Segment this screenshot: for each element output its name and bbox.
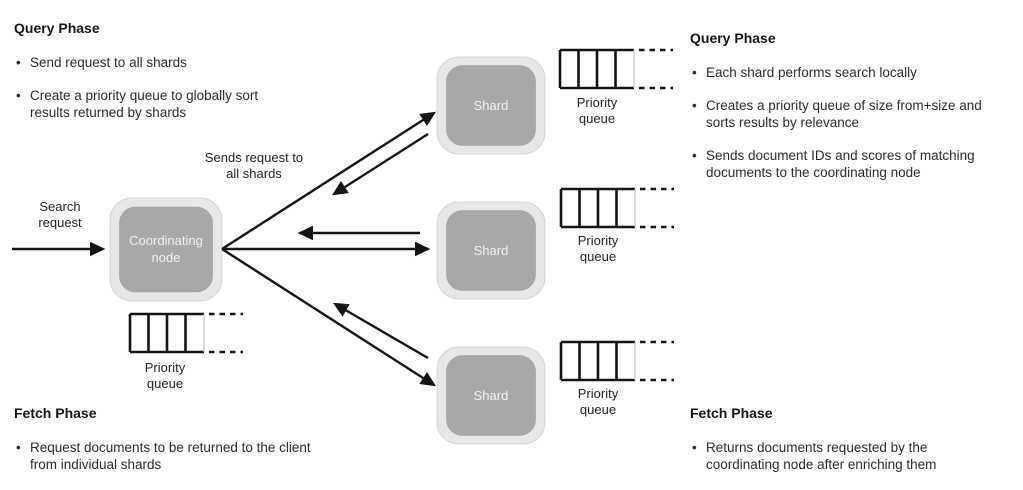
bullet-item: Each shard performs search locally xyxy=(692,64,995,81)
fetch-phase-right-panel: Fetch Phase Returns documents requested … xyxy=(690,404,975,489)
shard-middle-label: Shard xyxy=(473,243,509,258)
priority-queue-top-label: Priority queue xyxy=(576,95,618,126)
coordinating-node-label: Coordinating node xyxy=(129,233,203,265)
query-phase-right-list: Each shard performs search locally Creat… xyxy=(690,64,995,181)
coord-to-bottom-shard-arrow xyxy=(221,247,437,387)
shard-top-body xyxy=(446,65,536,146)
coordinating-node-box xyxy=(109,197,223,302)
priority-queue-left-label: Priority queue xyxy=(144,360,186,391)
coord-to-top-shard-arrow xyxy=(221,111,437,251)
bullet-item: Send request to all shards xyxy=(16,54,284,71)
shard-bottom-body xyxy=(446,355,536,436)
top-shard-return-arrow xyxy=(331,132,429,196)
query-phase-right-panel: Query Phase Each shard performs search l… xyxy=(690,29,995,197)
fetch-phase-right-heading: Fetch Phase xyxy=(690,405,773,421)
priority-queue-bottom-label: Priority queue xyxy=(577,386,619,417)
bullet-item: Request documents to be returned to the … xyxy=(16,439,324,473)
bullet-item: Sends document IDs and scores of matchin… xyxy=(692,147,995,181)
query-phase-left-heading: Query Phase xyxy=(14,20,100,36)
priority-queue-middle-label: Priority queue xyxy=(577,233,619,264)
bullet-item: Create a priority queue to globally sort… xyxy=(16,87,284,121)
sends-request-label: Sends request to all shards xyxy=(204,150,304,181)
shard-bottom-label: Shard xyxy=(473,388,509,403)
priority-queue-middle-glyph xyxy=(559,187,676,229)
bullet-item: Returns documents requested by the coord… xyxy=(692,439,975,473)
shard-top-label: Shard xyxy=(473,98,509,113)
bottom-shard-return-arrow xyxy=(332,302,429,360)
query-phase-left-list: Send request to all shards Create a prio… xyxy=(14,54,284,121)
fetch-phase-right-list: Returns documents requested by the coord… xyxy=(690,439,975,473)
shard-middle-body xyxy=(446,210,536,291)
shard-middle-box xyxy=(436,201,546,300)
search-request-label: Search request xyxy=(38,199,82,230)
priority-queue-top-glyph xyxy=(558,48,675,90)
shard-top-box xyxy=(436,56,546,155)
fetch-phase-left-list: Request documents to be returned to the … xyxy=(14,439,324,473)
priority-queue-left-glyph xyxy=(128,312,245,354)
bullet-item: Creates a priority queue of size from+si… xyxy=(692,97,995,131)
query-phase-left-panel: Query Phase Send request to all shards C… xyxy=(14,19,284,137)
fetch-phase-left-heading: Fetch Phase xyxy=(14,405,97,421)
coordinating-node-body xyxy=(119,206,213,293)
shard-bottom-box xyxy=(436,346,546,445)
query-phase-right-heading: Query Phase xyxy=(690,30,776,46)
fetch-phase-left-panel: Fetch Phase Request documents to be retu… xyxy=(14,404,324,489)
priority-queue-bottom-glyph xyxy=(559,340,676,382)
